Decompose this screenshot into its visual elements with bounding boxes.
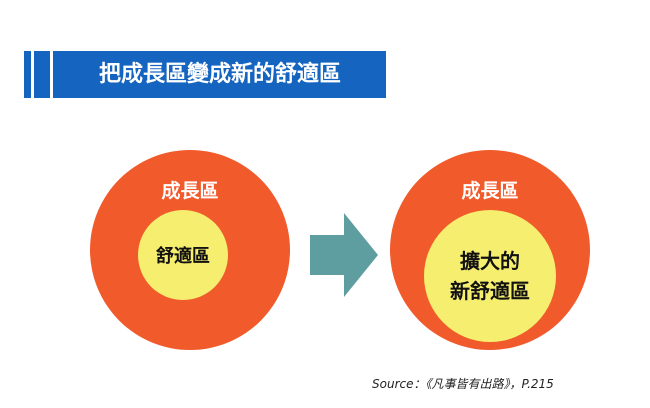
comfort-zone-label: 舒適區 xyxy=(156,246,210,267)
banner-stripe xyxy=(50,51,53,98)
growth-zone-circle-right: 成長區 擴大的 新舒適區 xyxy=(390,150,590,350)
source-citation: Source：《凡事皆有出路》，P.215 xyxy=(372,377,554,391)
page-title: 把成長區變成新的舒適區 xyxy=(99,62,342,87)
growth-zone-label: 成長區 xyxy=(461,180,519,202)
comfort-zone-circle: 舒適區 xyxy=(138,210,228,300)
expanded-comfort-label-line1: 擴大的 xyxy=(460,249,520,273)
expanded-comfort-label-line2: 新舒適區 xyxy=(450,279,530,303)
title-banner: 把成長區變成新的舒適區 xyxy=(24,51,386,98)
right-arrow-icon xyxy=(310,213,378,297)
growth-zone-label: 成長區 xyxy=(161,180,219,202)
growth-zone-circle-left: 成長區 舒適區 xyxy=(90,150,290,350)
expanded-comfort-zone-circle: 擴大的 新舒適區 xyxy=(424,210,556,342)
banner-stripe xyxy=(31,51,34,98)
